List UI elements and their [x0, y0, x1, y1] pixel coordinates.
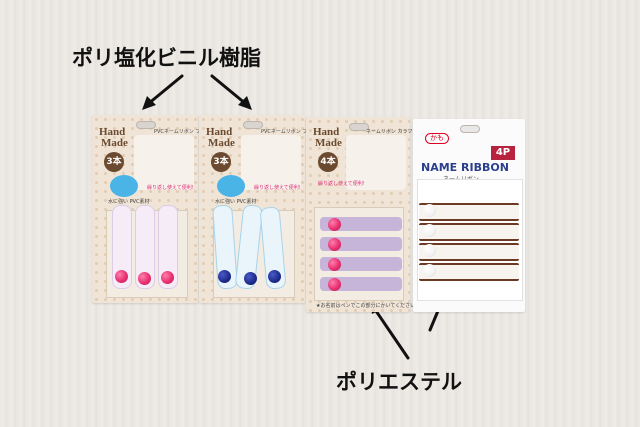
feature-note: 繰り返し使えて便利!	[147, 185, 194, 191]
count-badge: 4P	[491, 146, 515, 160]
name-strap	[158, 205, 178, 289]
snap-button	[328, 218, 341, 231]
feature-note: 繰り返し使えて便利!	[254, 185, 301, 191]
snap-button	[244, 272, 257, 285]
brand-made: Made	[208, 137, 235, 149]
count-badge: 3本	[104, 152, 124, 172]
name-ribbon	[419, 203, 519, 221]
product-photo	[346, 135, 406, 190]
snap-button	[328, 258, 341, 271]
name-ribbon	[320, 257, 402, 271]
feature-note: 繰り返し使えて便利!	[318, 181, 365, 187]
snap-button	[161, 271, 174, 284]
snap-button	[328, 278, 341, 291]
feature-bubble	[110, 175, 138, 197]
product-photo	[241, 135, 301, 190]
product-photo	[134, 135, 194, 190]
snap-button	[268, 270, 281, 283]
snap-button	[218, 270, 231, 283]
product-tag: PVCネームリボン プリント	[154, 129, 216, 135]
snap-button	[115, 270, 128, 283]
feature-sub: 水に強い PVC素材	[108, 199, 150, 205]
brand-hand: Hand	[206, 126, 233, 138]
card-title: NAME RIBBON	[421, 161, 509, 174]
snap-button	[138, 272, 151, 285]
name-strap	[112, 205, 132, 289]
fine-print: ★お名前はペンでこの部分にかいてください。	[316, 303, 421, 309]
polyester-label: ポリエステル	[336, 370, 462, 394]
snap-button	[423, 204, 436, 217]
name-ribbon	[320, 217, 402, 231]
feature-bubble	[217, 175, 245, 197]
product-card-1: Hand Made 3本 PVCネームリボン プリント 繰り返し使えて便利! 水…	[92, 115, 215, 303]
snap-button	[423, 264, 436, 277]
hang-hole	[349, 123, 369, 131]
product-card-3: Hand Made 4本 ネームリボン カラフル 繰り返し使えて便利! ★お名前…	[306, 117, 420, 312]
hang-hole	[243, 121, 263, 129]
feature-sub: 水に強い PVC素材	[215, 199, 257, 205]
product-tag: ネームリボン カラフル	[366, 129, 418, 135]
product-tag: かも	[425, 133, 449, 144]
name-ribbon	[320, 277, 402, 291]
name-ribbon	[419, 243, 519, 261]
brand-hand: Hand	[313, 126, 340, 138]
product-card-4: かも 4P NAME RIBBON ネームリボン	[413, 119, 525, 312]
snap-button	[328, 238, 341, 251]
product-card-2: Hand Made 3本 PVCネームリボン プリント 繰り返し使えて便利! 水…	[199, 115, 322, 303]
hang-hole	[460, 125, 480, 133]
brand-made: Made	[315, 137, 342, 149]
name-strap	[135, 205, 155, 289]
pvc-label: ポリ塩化ビニル樹脂	[72, 46, 261, 70]
name-ribbon	[419, 223, 519, 241]
brand-made: Made	[101, 137, 128, 149]
brand-hand: Hand	[99, 126, 126, 138]
snap-button	[423, 244, 436, 257]
name-ribbon	[419, 263, 519, 281]
count-badge: 4本	[318, 152, 338, 172]
product-tag: PVCネームリボン プリント	[261, 129, 323, 135]
name-ribbon	[320, 237, 402, 251]
hang-hole	[136, 121, 156, 129]
count-badge: 3本	[211, 152, 231, 172]
snap-button	[423, 224, 436, 237]
